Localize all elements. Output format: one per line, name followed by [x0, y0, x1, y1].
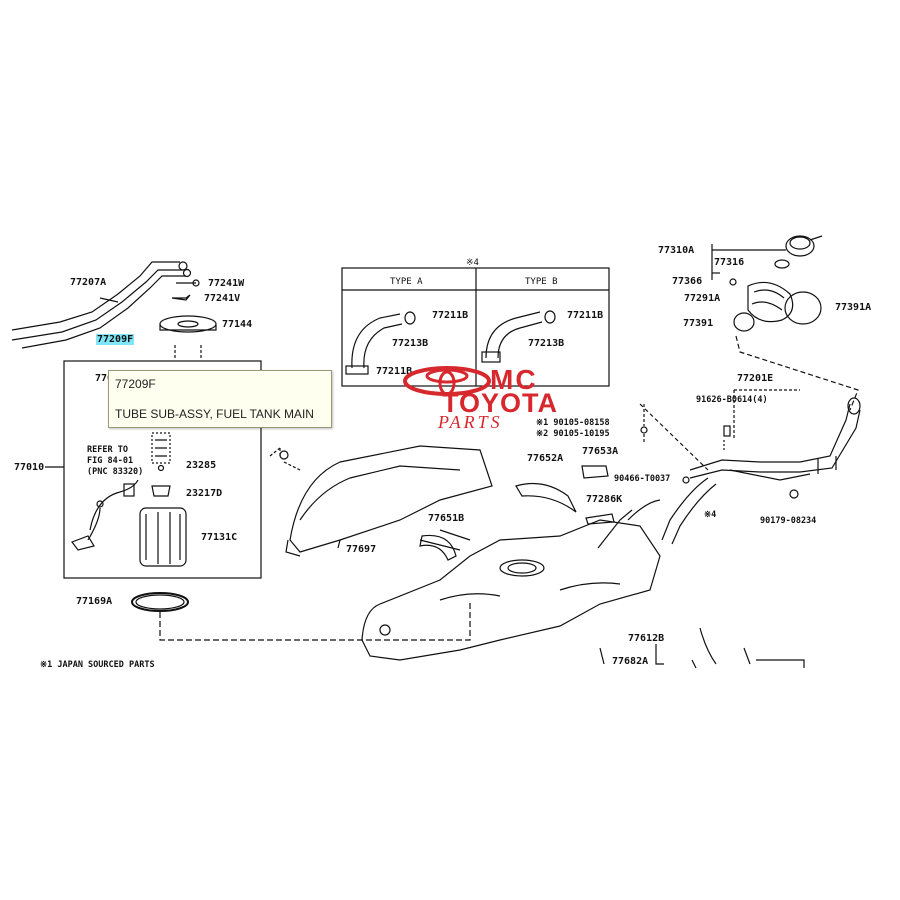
label-77010[interactable]: 77010 [14, 462, 45, 473]
label-77207A[interactable]: 77207A [70, 277, 107, 288]
logo-word-toyota: TOYOTA [441, 388, 558, 418]
label-77391A[interactable]: 77391A [835, 302, 872, 313]
inset-type-a: TYPE A [390, 277, 423, 287]
label-77241W[interactable]: 77241W [208, 278, 245, 289]
omc-toyota-parts-logo: MC TOYOTA PARTS [398, 364, 602, 436]
lower-right-parts [599, 627, 805, 669]
label-77651B[interactable]: 77651B [428, 513, 465, 524]
pump-assembly-parts [71, 432, 187, 567]
label-77131C[interactable]: 77131C [201, 532, 238, 543]
pad-77286K [585, 513, 615, 525]
tank-protector-77697 [279, 445, 493, 557]
label-90179-08234[interactable]: 90179-08234 [760, 516, 817, 526]
fuel-tube-drawing [11, 261, 192, 349]
label-a-77211B[interactable]: 77211B [432, 310, 469, 321]
refer-line-2: FIG 84-01 [87, 456, 134, 466]
fuel-tank-drawing [361, 519, 661, 661]
footnote: ※1 JAPAN SOURCED PARTS [40, 660, 155, 670]
label-77241V[interactable]: 77241V [204, 293, 241, 304]
label-77310A[interactable]: 77310A [658, 245, 695, 256]
label-77652A[interactable]: 77652A [527, 453, 564, 464]
label-77682A[interactable]: 77682A [612, 656, 649, 667]
label-a-77213B[interactable]: 77213B [392, 338, 429, 349]
label-77366[interactable]: 77366 [672, 276, 703, 287]
label-b-77213B[interactable]: 77213B [528, 338, 565, 349]
label-77286K[interactable]: 77286K [586, 494, 623, 505]
type-b-hose [481, 310, 556, 363]
part-tooltip: 77209F TUBE SUB-ASSY, FUEL TANK MAIN [108, 370, 332, 428]
refer-line-3: (PNC 83320) [87, 467, 144, 477]
label-23217D[interactable]: 23217D [186, 488, 223, 499]
label-77169A[interactable]: 77169A [76, 596, 113, 607]
fuel-cap-parts [711, 235, 859, 411]
inset-mark: ※4 [466, 258, 479, 268]
label-77209F[interactable]: 77209F [96, 334, 135, 345]
label-77697[interactable]: 77697 [346, 544, 377, 555]
pad-77653A [581, 465, 609, 479]
label-90105-10195[interactable]: ※2 90105-10195 [536, 429, 610, 439]
inset-type-b: TYPE B [525, 277, 558, 287]
label-b-77211B[interactable]: 77211B [567, 310, 604, 321]
label-90466-T0037[interactable]: 90466-T0037 [614, 474, 671, 484]
label-23285[interactable]: 23285 [186, 460, 217, 471]
label-90105-08158[interactable]: ※1 90105-08158 [536, 418, 610, 428]
label-91626-B0614[interactable]: 91626-B0614(4) [696, 395, 768, 405]
label-77291A[interactable]: 77291A [684, 293, 721, 304]
refer-line-1: REFER TO [87, 445, 128, 455]
label-77612B[interactable]: 77612B [628, 633, 665, 644]
label-a-77211B-lower[interactable]: 77211B [376, 366, 413, 377]
type-a-hose [345, 311, 416, 375]
label-77316[interactable]: 77316 [714, 257, 745, 268]
tooltip-description: TUBE SUB-ASSY, FUEL TANK MAIN [115, 407, 314, 421]
pump-top-parts [159, 279, 217, 360]
pump-assembly-frame [63, 360, 262, 579]
mark-4-lower: ※4 [704, 510, 717, 520]
band-77652A [515, 483, 577, 513]
toyota-emblem-icon [403, 366, 491, 396]
filler-pipe-drawing [597, 397, 861, 549]
label-77391[interactable]: 77391 [683, 318, 714, 329]
label-77201E[interactable]: 77201E [737, 373, 774, 384]
logo-word-parts: PARTS [438, 412, 503, 432]
band-77651B [419, 534, 457, 561]
label-7701-partial[interactable]: 7701 [95, 373, 119, 384]
label-77653A[interactable]: 77653A [582, 446, 619, 457]
tooltip-part-number: 77209F [115, 377, 156, 391]
label-77144[interactable]: 77144 [222, 319, 253, 330]
logo-word-mc: MC [490, 364, 538, 395]
